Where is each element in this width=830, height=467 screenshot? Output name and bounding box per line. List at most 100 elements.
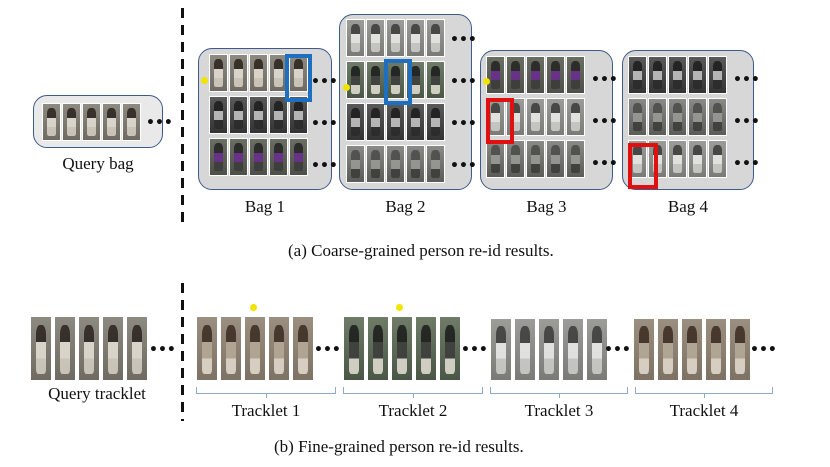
person-figure xyxy=(274,324,284,374)
person-figure xyxy=(36,324,46,374)
person-thumbnail xyxy=(269,138,288,176)
person-thumbnail xyxy=(209,54,228,92)
person-thumbnail xyxy=(346,145,365,183)
person-figure xyxy=(391,150,400,179)
person-figure xyxy=(298,324,308,374)
person-thumbnail xyxy=(102,103,121,141)
person-figure xyxy=(60,324,70,374)
person-thumbnail xyxy=(566,140,585,178)
person-figure xyxy=(571,145,580,174)
person-figure xyxy=(351,108,360,137)
person-thumbnail xyxy=(648,56,667,94)
person-thumbnail xyxy=(668,140,687,178)
person-figure xyxy=(713,103,722,132)
person-figure xyxy=(653,61,662,90)
person-figure xyxy=(551,61,560,90)
person-figure xyxy=(132,324,142,374)
person-thumbnail xyxy=(705,318,727,381)
person-figure xyxy=(351,150,360,179)
person-thumbnail xyxy=(366,61,385,99)
ellipsis: ••• xyxy=(461,342,488,358)
person-thumbnail xyxy=(102,316,124,381)
person-thumbnail xyxy=(249,54,268,92)
person-figure xyxy=(411,24,420,53)
tracklet-1-brace xyxy=(196,387,336,398)
person-thumbnail xyxy=(54,316,76,381)
separator-line-a xyxy=(181,8,184,226)
person-thumbnail xyxy=(633,318,655,381)
person-thumbnail xyxy=(566,56,585,94)
person-thumbnail xyxy=(126,316,148,381)
ellipsis: ••• xyxy=(733,114,760,130)
bag-4-label: Bag 4 xyxy=(667,197,709,216)
person-thumbnail xyxy=(220,316,242,381)
caption-b: (b) Fine-grained person re-id results. xyxy=(274,437,524,456)
person-thumbnail xyxy=(681,318,703,381)
ellipsis: ••• xyxy=(733,72,760,88)
ellipsis: ••• xyxy=(604,342,631,358)
person-figure xyxy=(431,24,440,53)
person-thumbnail xyxy=(366,19,385,57)
person-figure xyxy=(214,143,223,172)
person-figure xyxy=(226,324,236,374)
person-thumbnail xyxy=(514,318,536,381)
person-figure xyxy=(653,103,662,132)
person-thumbnail xyxy=(486,140,505,178)
person-figure xyxy=(711,326,721,374)
person-figure xyxy=(431,108,440,137)
ellipsis: ••• xyxy=(450,74,477,90)
person-figure xyxy=(592,326,602,374)
person-thumbnail xyxy=(566,98,585,136)
person-figure xyxy=(445,324,455,374)
person-thumbnail xyxy=(426,145,445,183)
person-thumbnail xyxy=(546,140,565,178)
person-figure xyxy=(391,108,400,137)
person-figure xyxy=(371,108,380,137)
person-thumbnail xyxy=(628,56,647,94)
person-figure xyxy=(274,101,283,130)
person-figure xyxy=(397,324,407,374)
bag-3: ••• ••• ••• xyxy=(480,50,618,190)
highlight-box-blue xyxy=(285,54,312,102)
person-figure xyxy=(84,324,94,374)
ellipsis: ••• xyxy=(311,116,338,132)
person-thumbnail xyxy=(708,98,727,136)
query-tracklet-label: Query tracklet xyxy=(48,384,146,403)
person-figure xyxy=(234,101,243,130)
ellipsis: ••• xyxy=(591,156,618,172)
person-figure xyxy=(391,66,400,95)
person-thumbnail xyxy=(439,316,461,381)
person-thumbnail xyxy=(346,61,365,99)
person-thumbnail xyxy=(562,318,584,381)
person-thumbnail xyxy=(386,19,405,57)
person-figure xyxy=(551,145,560,174)
person-figure xyxy=(431,66,440,95)
ellipsis: ••• xyxy=(591,114,618,130)
person-figure xyxy=(67,108,76,137)
person-thumbnail xyxy=(386,103,405,141)
person-figure xyxy=(687,326,697,374)
person-figure xyxy=(294,143,303,172)
bag-2: ••• ••• ••• ••• xyxy=(339,14,477,190)
person-figure xyxy=(568,326,578,374)
query-bag: ••• xyxy=(33,95,173,148)
person-figure xyxy=(274,59,283,88)
person-figure xyxy=(234,143,243,172)
person-figure xyxy=(214,59,223,88)
ellipsis: ••• xyxy=(146,115,173,131)
person-figure xyxy=(673,103,682,132)
person-figure xyxy=(250,324,260,374)
person-thumbnail xyxy=(244,316,266,381)
person-figure xyxy=(421,324,431,374)
person-thumbnail xyxy=(628,98,647,136)
person-figure xyxy=(491,61,500,90)
person-figure xyxy=(254,143,263,172)
person-thumbnail xyxy=(406,103,425,141)
person-figure xyxy=(373,324,383,374)
person-thumbnail xyxy=(526,140,545,178)
tracklet-3-brace xyxy=(490,387,628,398)
person-figure xyxy=(234,59,243,88)
person-figure xyxy=(511,61,520,90)
person-thumbnail xyxy=(668,98,687,136)
match-marker xyxy=(396,304,403,311)
